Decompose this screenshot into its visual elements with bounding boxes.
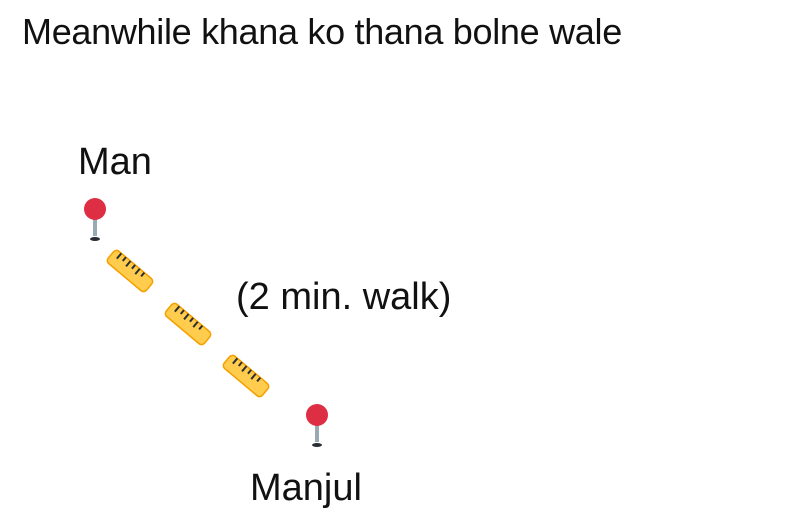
round-pushpin-icon [84,198,106,241]
straight-ruler-icon [106,249,154,293]
straight-ruler-icon [222,354,270,398]
meme-caption: Meanwhile khana ko thana bolne wale [22,11,622,52]
origin-label: Man [78,141,152,183]
destination-label: Manjul [250,467,362,509]
distance-label: (2 min. walk) [236,276,452,318]
round-pushpin-icon [306,404,328,447]
straight-ruler-icon [164,302,212,346]
